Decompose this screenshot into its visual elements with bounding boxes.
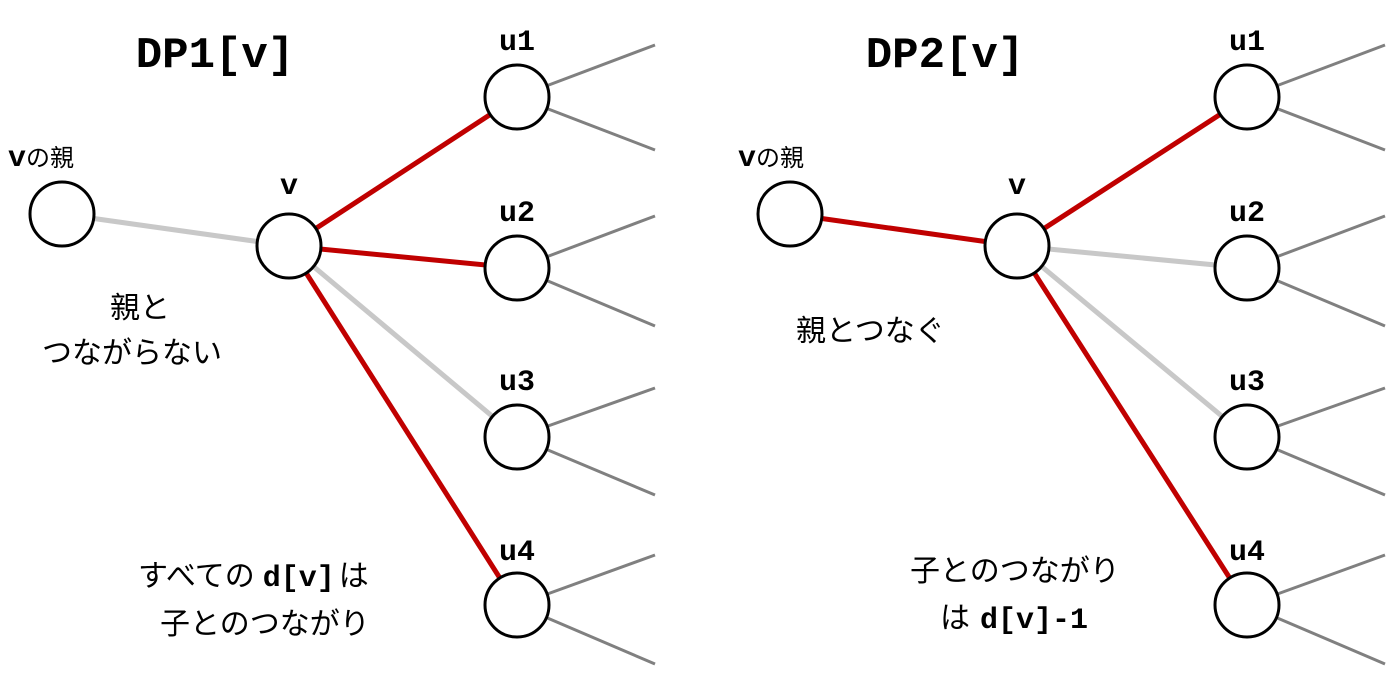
node-u3-label: u3 [1229, 366, 1265, 400]
child-note-line2: 子とのつながり [160, 607, 370, 642]
node-u3 [1213, 403, 1281, 471]
child-note-line1: 子とのつながり [910, 554, 1120, 589]
node-u4-label: u4 [1229, 536, 1265, 570]
edge-v-u1 [287, 94, 519, 249]
node-u1 [483, 63, 551, 131]
node-u2 [1213, 234, 1281, 302]
node-v-label: v [280, 170, 298, 204]
edge-v-u3 [287, 244, 519, 439]
edge-v-u4 [286, 244, 520, 607]
node-u4 [1213, 571, 1281, 639]
edge-v-u4 [1014, 244, 1250, 607]
node-u4 [483, 571, 551, 639]
node-parent [756, 180, 824, 248]
node-u2-label: u2 [1229, 197, 1265, 231]
parent-note-line1: 親と [110, 291, 170, 326]
edge-v-u1 [1015, 94, 1249, 249]
edge-parent-v [61, 211, 290, 249]
edge-v-u2 [1016, 243, 1248, 271]
parent-note: 親とつなぐ [796, 314, 945, 349]
node-parent [28, 180, 96, 248]
child-stub-edges [516, 43, 656, 666]
node-u3 [483, 403, 551, 471]
panel-title: DP2[v] [866, 31, 1024, 81]
node-u1-label: u1 [1229, 26, 1265, 60]
node-u3-label: u3 [499, 366, 535, 400]
node-v-label: v [1008, 170, 1026, 204]
panel-dp2: DP2[v] vの親 v u1 u2 u3 u4 親とつなぐ 子とのつながり は… [738, 26, 1386, 666]
edge-parent-v [789, 211, 1018, 249]
node-u1 [1213, 63, 1281, 131]
node-u4-label: u4 [499, 536, 535, 570]
panel-title: DP1[v] [136, 31, 294, 81]
node-v [255, 212, 323, 280]
edge-v-u2 [288, 243, 518, 271]
node-u1-label: u1 [499, 26, 535, 60]
node-u2-label: u2 [499, 197, 535, 231]
child-stub-edges [1246, 43, 1386, 666]
parent-label: vの親 [8, 142, 74, 176]
edge-v-u3 [1015, 244, 1249, 439]
parent-label: vの親 [738, 142, 804, 176]
node-u2 [483, 234, 551, 302]
parent-note-line2: つながらない [42, 336, 222, 371]
node-v [983, 212, 1051, 280]
